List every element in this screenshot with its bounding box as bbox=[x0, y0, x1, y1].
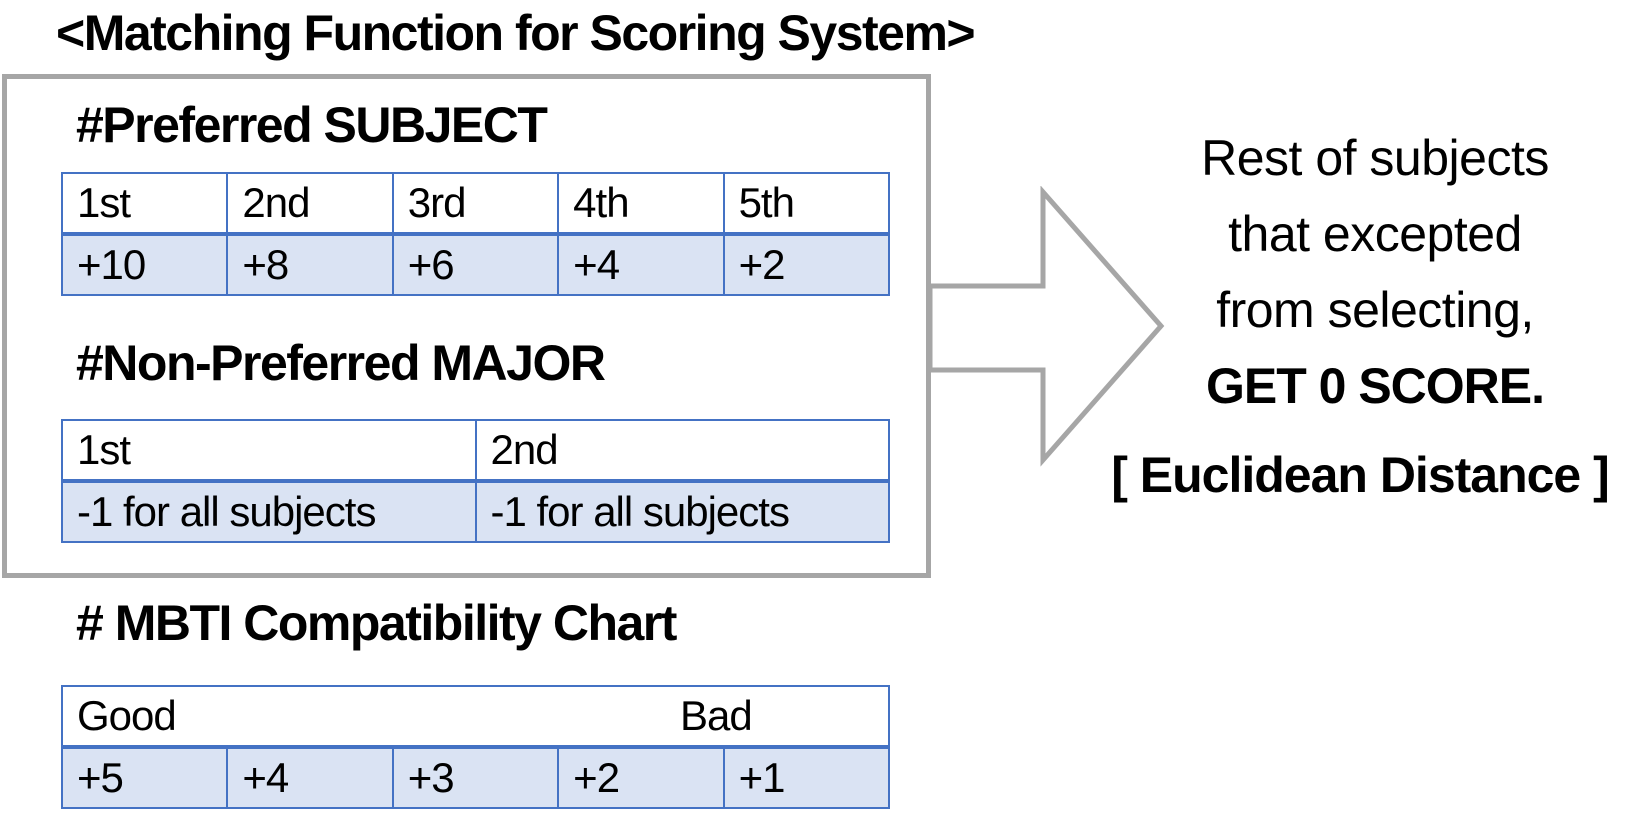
mbti-score-row: +5 +4 +3 +2 +1 bbox=[60, 746, 891, 809]
rank-row: 1st 2nd 3rd 4th 5th bbox=[60, 172, 891, 236]
score-row: +10 +8 +6 +4 +2 bbox=[60, 233, 891, 296]
score-cell: +2 bbox=[557, 746, 725, 809]
rank-cell: 1st bbox=[60, 172, 229, 236]
note-emphasis: GET 0 SCORE. bbox=[1205, 358, 1545, 414]
penalty-cell: -1 for all subjects bbox=[61, 480, 477, 543]
rank-cell: 4th bbox=[557, 172, 725, 236]
penalty-row: -1 for all subjects -1 for all subjects bbox=[61, 480, 890, 543]
score-cell: +5 bbox=[60, 746, 229, 809]
rank-cell: 2nd bbox=[226, 172, 394, 236]
note-line: that excepted bbox=[1228, 206, 1522, 262]
non-preferred-major-table: 1st 2nd -1 for all subjects -1 for all s… bbox=[61, 419, 890, 543]
note-line: Rest of subjects bbox=[1201, 130, 1549, 186]
method-label: [ Euclidean Distance ] bbox=[1111, 447, 1610, 503]
score-cell: +2 bbox=[722, 233, 891, 296]
good-label: Good bbox=[77, 692, 177, 739]
penalty-cell: -1 for all subjects bbox=[474, 480, 890, 543]
good-bad-row: Good Bad bbox=[61, 685, 890, 749]
rank-cell: 3rd bbox=[391, 172, 560, 236]
score-cell: +4 bbox=[557, 233, 725, 296]
mbti-table: Good Bad +5 +4 +3 +2 +1 bbox=[60, 685, 891, 809]
rank-cell: 2nd bbox=[474, 419, 890, 483]
note-line: from selecting, bbox=[1216, 282, 1534, 338]
score-cell: +1 bbox=[722, 746, 891, 809]
rank-cell: 1st bbox=[61, 419, 477, 483]
non-preferred-major-heading: #Non-Preferred MAJOR bbox=[76, 335, 606, 391]
right-arrow-icon bbox=[927, 186, 1165, 467]
mbti-heading: # MBTI Compatibility Chart bbox=[76, 595, 677, 651]
rank-row: 1st 2nd bbox=[61, 419, 890, 483]
zero-score-note: Rest of subjects that excepted from sele… bbox=[1135, 120, 1615, 424]
preferred-subject-heading: #Preferred SUBJECT bbox=[76, 97, 548, 153]
score-cell: +10 bbox=[60, 233, 229, 296]
score-cell: +6 bbox=[391, 233, 560, 296]
good-bad-cell: Good Bad bbox=[61, 685, 890, 749]
rank-cell: 5th bbox=[722, 172, 891, 236]
score-cell: +3 bbox=[391, 746, 560, 809]
bad-label: Bad bbox=[680, 692, 753, 739]
score-cell: +8 bbox=[226, 233, 394, 296]
diagram-title: <Matching Function for Scoring System> bbox=[56, 5, 976, 61]
preferred-subject-table: 1st 2nd 3rd 4th 5th +10 +8 +6 +4 +2 bbox=[60, 172, 891, 296]
score-cell: +4 bbox=[226, 746, 394, 809]
